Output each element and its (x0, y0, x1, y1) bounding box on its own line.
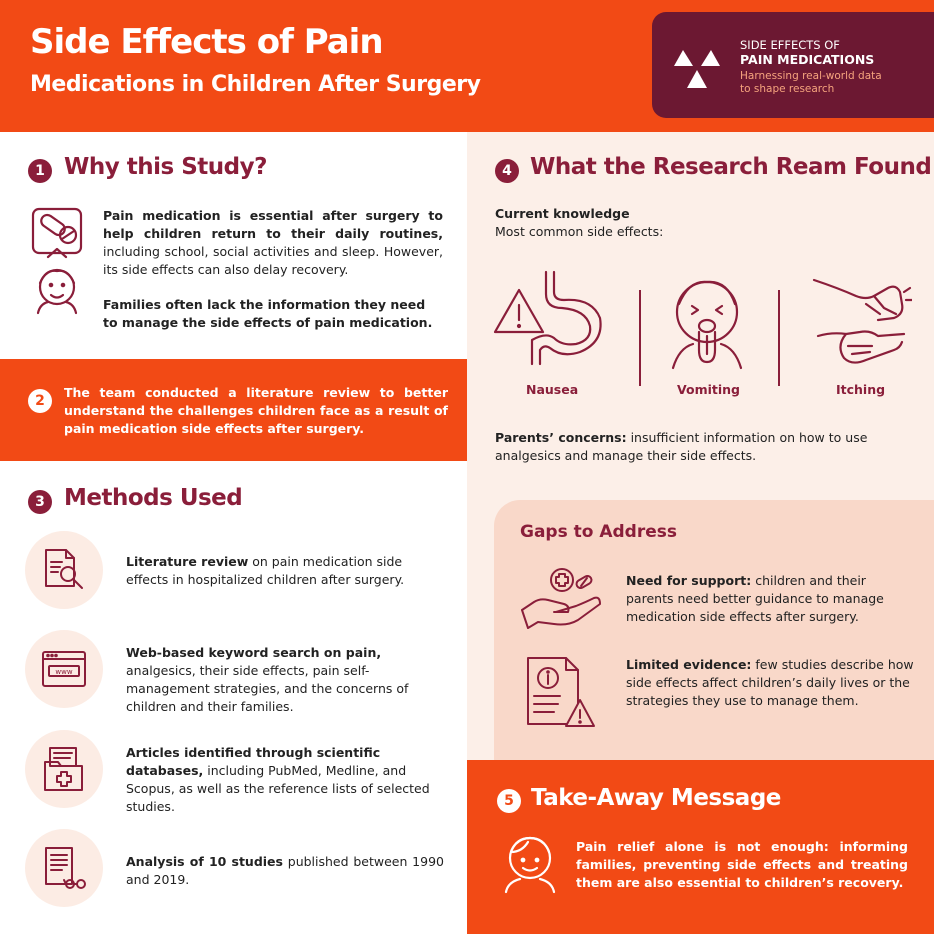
section3-number: 3 (28, 490, 52, 514)
current-knowledge-subtitle: Most common side effects: (495, 224, 664, 239)
effects-divider-1 (639, 290, 641, 386)
section4-heading: What the Research Ream Found! (530, 154, 934, 180)
child-face-icon (504, 836, 556, 894)
current-knowledge-title: Current knowledge (495, 206, 630, 221)
brand-tagline2: to shape research (740, 83, 835, 95)
hand-medicine-icon (521, 568, 601, 629)
parents-concerns-text: Parents’ concerns: insufficient informat… (495, 430, 868, 463)
document-search-icon (45, 549, 83, 589)
gap2-text: Limited evidence: few studies describe h… (626, 657, 914, 708)
effect-vomiting-label: Vomiting (677, 382, 740, 397)
effects-divider-2 (778, 290, 780, 386)
svg-text:www: www (55, 668, 72, 676)
section5-text: Pain relief alone is not enough: informi… (576, 839, 908, 890)
method4-text: Analysis of 10 studies published between… (126, 854, 444, 887)
section4-number: 4 (495, 159, 519, 183)
takeaway-panel (467, 760, 934, 934)
method3-text: Articles identified through scientific d… (126, 745, 430, 814)
section1-number: 1 (28, 159, 52, 183)
effect-nausea-label: Nausea (526, 382, 579, 397)
brand-line1: SIDE EFFECTS OF (740, 38, 840, 52)
itching-hands-icon (812, 278, 912, 364)
section2-text: The team conducted a literature review t… (64, 385, 448, 436)
brand-logo-icon (674, 50, 720, 88)
effect-itching-label: Itching (836, 382, 886, 397)
section1-heading: Why this Study? (64, 154, 267, 180)
gaps-heading: Gaps to Address (520, 522, 678, 542)
method3-icon-bg (25, 730, 103, 808)
vomiting-face-icon (671, 280, 743, 370)
method2-text: Web-based keyword search on pain, analge… (126, 645, 409, 714)
section5-heading: Take-Away Message (531, 785, 781, 811)
section5-number: 5 (497, 789, 521, 813)
gaps-panel (494, 500, 934, 760)
header-banner: Side Effects of Pain Medications in Chil… (0, 0, 934, 132)
gap1-text: Need for support: children and their par… (626, 573, 884, 624)
brand-tagline1: Harnessing real-world data (740, 70, 882, 82)
document-info-icon (527, 657, 595, 727)
report-glasses-icon (45, 847, 86, 889)
method2-icon-bg (25, 630, 103, 708)
section2-band (0, 359, 467, 461)
section2-number: 2 (28, 389, 52, 413)
section1-paragraph2: Families often lack the information they… (103, 297, 433, 330)
stomach-warning-icon (493, 270, 602, 366)
brand-badge: SIDE EFFECTS OF PAIN MEDICATIONS Harness… (652, 12, 934, 118)
method1-icon-bg (25, 531, 103, 609)
section1-paragraph1: Pain medication is essential after surge… (103, 208, 443, 277)
page-title: Side Effects of Pain (30, 22, 384, 62)
section3-heading: Methods Used (64, 485, 243, 511)
method1-text: Literature review on pain medication sid… (126, 554, 405, 587)
pill-child-icon (31, 207, 83, 315)
page-subtitle: Medications in Children After Surgery (30, 72, 481, 97)
web-browser-icon: www (42, 651, 86, 687)
medical-folder-icon (44, 747, 83, 791)
brand-line2: PAIN MEDICATIONS (740, 52, 875, 67)
method4-icon-bg (25, 829, 103, 907)
